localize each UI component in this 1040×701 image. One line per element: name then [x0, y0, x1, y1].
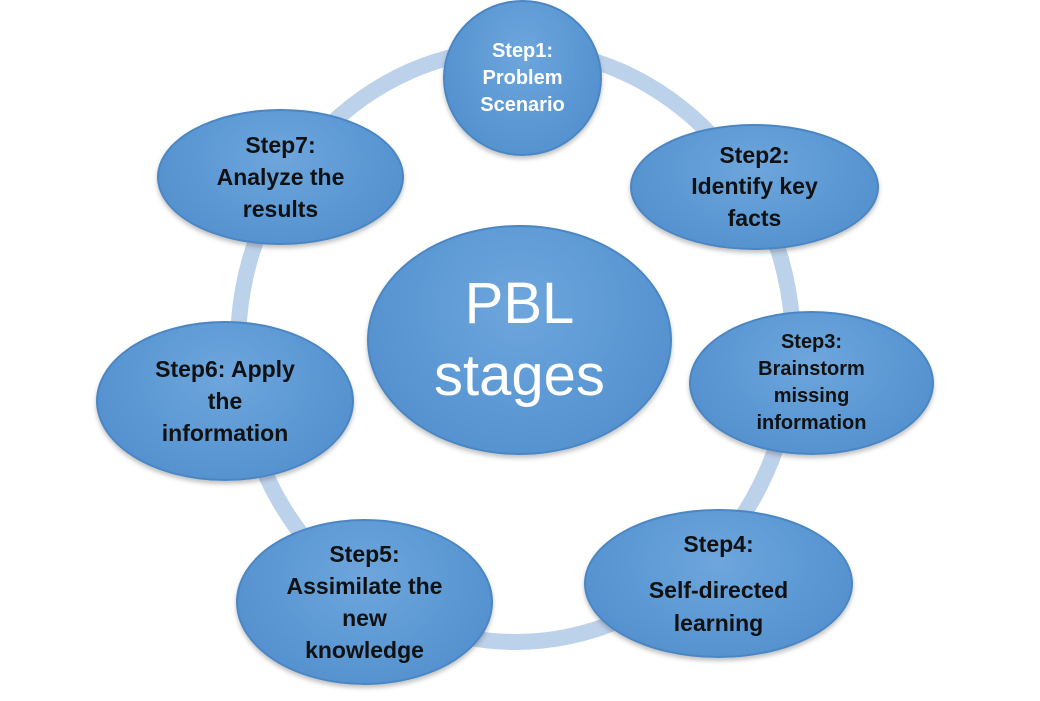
step4-node: Step4: Self-directed learning — [584, 509, 853, 658]
step2-node: Step2: Identify key facts — [630, 124, 879, 250]
center-node: PBL stages — [367, 225, 672, 455]
step7-node: Step7: Analyze the results — [157, 109, 404, 245]
step4-line3: learning — [673, 609, 764, 636]
step6-line3: information — [161, 420, 289, 447]
step3-label: Step3: Brainstorm missing information — [732, 329, 892, 437]
step1-line1: Step1: — [491, 39, 554, 62]
step2-line3: facts — [727, 204, 782, 231]
step2-line2: Identify key — [691, 173, 818, 200]
step1-line3: Scenario — [480, 93, 565, 116]
step3-line4: information — [756, 412, 867, 434]
step2-line1: Step2: — [719, 142, 790, 169]
step5-line4: knowledge — [305, 637, 424, 664]
center-line1: PBL — [464, 270, 575, 336]
step3-line2: Brainstorm — [758, 358, 865, 380]
step4-line2: Self-directed — [648, 577, 789, 604]
step5-line1: Step5: — [329, 540, 400, 567]
step7-line1: Step7: — [245, 131, 316, 158]
step7-label: Step7: Analyze the results — [193, 129, 368, 226]
step1-line2: Problem — [482, 66, 563, 89]
step6-label: Step6: Apply the information — [138, 353, 313, 450]
step5-line3: new — [342, 605, 387, 631]
step5-label: Step5: Assimilate the new knowledge — [270, 538, 460, 667]
step3-node: Step3: Brainstorm missing information — [689, 311, 934, 455]
step1-label: Step1: Problem Scenario — [463, 38, 583, 119]
step6-line2: the — [207, 387, 243, 414]
step5-node: Step5: Assimilate the new knowledge — [236, 519, 493, 685]
center-line2: stages — [434, 343, 605, 408]
step4-line1: Step4: — [683, 531, 754, 558]
step6-line1: Step6: Apply — [155, 355, 295, 382]
step1-node: Step1: Problem Scenario — [443, 0, 602, 156]
step7-line2: Analyze the — [216, 163, 345, 190]
step4-label: Step4: Self-directed learning — [624, 528, 814, 639]
step2-label: Step2: Identify key facts — [670, 140, 840, 233]
step3-line3: missing — [773, 385, 850, 407]
step7-line3: results — [242, 196, 319, 223]
step3-line1: Step3: — [780, 331, 843, 353]
step6-node: Step6: Apply the information — [96, 321, 354, 481]
center-label: PBL stages — [400, 268, 640, 413]
step5-line2: Assimilate the — [286, 572, 443, 599]
